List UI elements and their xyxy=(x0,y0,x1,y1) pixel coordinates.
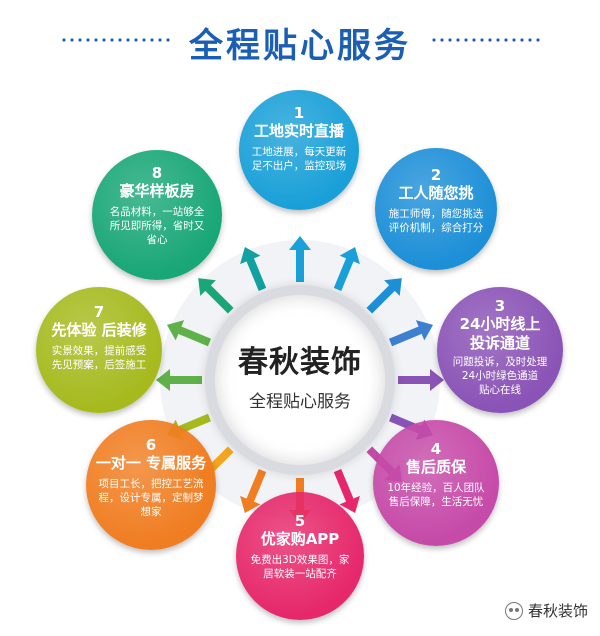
node-desc-line: 实景效果，提前感受 xyxy=(51,345,147,357)
node-desc-line: 所见即所得，省时又 xyxy=(109,220,205,232)
node-desc: 问题投诉，及时处理 24小时绿色通道 贴心在线 xyxy=(437,355,563,397)
node-number: 4 xyxy=(430,440,442,458)
node-desc-line: 24小时绿色通道 xyxy=(461,370,539,382)
node-desc-line: 程，设计专属，定制梦 xyxy=(98,492,204,504)
service-node-2: 2 工人随您挑 施工师傅，随您挑选 评价机制，综合打分 xyxy=(375,148,497,270)
node-desc-line: 问题投诉，及时处理 xyxy=(452,356,548,368)
arrow-head xyxy=(384,278,402,296)
node-desc-line: 评价机制，综合打分 xyxy=(388,222,484,234)
center-subtitle: 全程贴心服务 xyxy=(249,392,351,412)
service-node-1: 1 工地实时直播 工地进展，每天更新 足不出户，监控现场 xyxy=(239,90,359,210)
node-desc-line: 省心 xyxy=(146,234,168,246)
wechat-icon xyxy=(505,601,523,620)
node-desc-line: 工地进展，每天更新 xyxy=(251,146,347,158)
node-heading: 豪华样板房 xyxy=(119,182,195,200)
page-title: 全程贴心服务 xyxy=(189,26,411,66)
node-desc-line: 居软装一站配齐 xyxy=(263,568,337,580)
arrow-shaft xyxy=(245,469,267,504)
arrow-head xyxy=(156,369,170,391)
node-heading: 优家购APP xyxy=(260,530,340,548)
node-number: 8 xyxy=(151,164,163,182)
arrow-head xyxy=(289,236,311,250)
arrow-head xyxy=(430,369,444,391)
service-node-8: 8 豪华样板房 名品材料，一站够全 所见即所得，省时又 省心 xyxy=(92,150,222,280)
arrow-shaft xyxy=(389,325,424,347)
arrow-shaft xyxy=(245,256,267,291)
node-heading: 工人随您挑 xyxy=(398,184,474,202)
node-desc-line: 项目工长，把控工艺流 xyxy=(98,478,204,490)
arrow-shaft xyxy=(176,325,211,347)
arrow-head xyxy=(339,246,360,265)
node-desc: 施工师傅，随您挑选 评价机制，综合打分 xyxy=(375,207,497,235)
header: 全程贴心服务 xyxy=(0,0,600,70)
node-desc: 项目工长，把控工艺流 程，设计专属，定制梦 想家 xyxy=(86,477,216,519)
node-heading: 先体验 后装修 xyxy=(51,321,147,339)
arrow-shaft xyxy=(333,469,355,504)
node-heading: 投诉通道 xyxy=(469,334,530,352)
arrow-head xyxy=(198,278,216,296)
node-desc: 名品材料，一站够全 所见即所得，省时又 省心 xyxy=(92,205,222,247)
node-desc-line: 售后保障，生活无忧 xyxy=(388,496,484,508)
arrow-shaft xyxy=(203,283,234,314)
node-heading: 售后质保 xyxy=(405,458,466,476)
watermark: 春秋装饰 xyxy=(505,600,588,621)
node-desc-line: 施工师傅，随您挑选 xyxy=(388,208,484,220)
node-desc-line: 想家 xyxy=(140,506,162,518)
service-node-5: 5 优家购APP 免费出3D效果图，家 居软装一站配齐 xyxy=(236,492,364,620)
arrow-shaft xyxy=(366,283,397,314)
node-number: 3 xyxy=(494,297,506,315)
arrow-head xyxy=(240,246,261,265)
node-desc: 工地进展，每天更新 足不出户，监控现场 xyxy=(239,145,359,173)
node-desc-line: 足不出户，监控现场 xyxy=(251,160,347,172)
node-number: 6 xyxy=(145,436,157,454)
service-node-6: 6 一对一 专属服务 项目工长，把控工艺流 程，设计专属，定制梦 想家 xyxy=(86,420,216,550)
arrow-shaft xyxy=(333,256,355,291)
service-node-3: 3 24小时线上 投诉通道 问题投诉，及时处理 24小时绿色通道 贴心在线 xyxy=(437,287,563,413)
node-desc: 免费出3D效果图，家 居软装一站配齐 xyxy=(236,553,364,581)
dotted-line-left xyxy=(60,38,170,42)
node-heading: 24小时线上 xyxy=(459,315,541,333)
node-desc-line: 10年经验，百人团队 xyxy=(387,482,485,494)
node-desc: 实景效果，提前感受 先见预案，后签施工 xyxy=(36,344,162,372)
center-title: 春秋装饰 xyxy=(238,345,362,380)
arrow-head xyxy=(415,320,434,341)
arrow-head xyxy=(339,495,360,514)
arrow-head xyxy=(166,320,185,341)
dotted-line-right xyxy=(430,38,540,42)
node-number: 1 xyxy=(293,104,305,122)
node-heading: 工地实时直播 xyxy=(253,122,344,140)
node-desc-line: 贴心在线 xyxy=(479,384,521,396)
node-number: 2 xyxy=(430,166,442,184)
service-node-7: 7 先体验 后装修 实景效果，提前感受 先见预案，后签施工 xyxy=(36,287,162,413)
center-circle: 春秋装饰 全程贴心服务 xyxy=(205,285,395,475)
node-number: 5 xyxy=(294,512,306,530)
watermark-text: 春秋装饰 xyxy=(528,602,589,620)
node-desc-line: 免费出3D效果图，家 xyxy=(250,554,350,566)
arrow-head xyxy=(240,495,261,514)
service-node-4: 4 售后质保 10年经验，百人团队 售后保障，生活无忧 xyxy=(373,420,499,546)
node-number: 7 xyxy=(93,303,105,321)
node-heading: 一对一 专属服务 xyxy=(95,454,207,472)
node-desc-line: 名品材料，一站够全 xyxy=(109,206,205,218)
node-desc-line: 先见预案，后签施工 xyxy=(51,359,147,371)
node-desc: 10年经验，百人团队 售后保障，生活无忧 xyxy=(373,481,499,509)
